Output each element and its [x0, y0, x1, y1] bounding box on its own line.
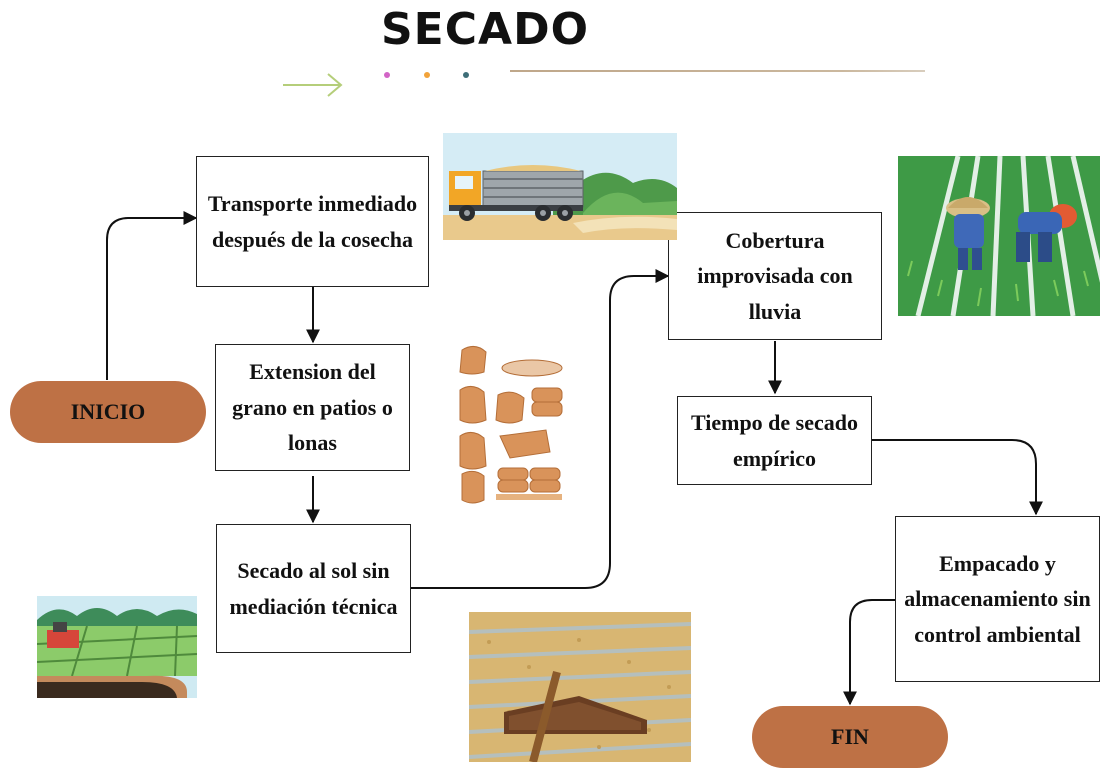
step-cover: Cobertura improvisada con lluvia	[668, 212, 882, 340]
truck-illustration	[443, 133, 677, 240]
end-node: FIN	[752, 706, 948, 768]
connector-time-to-packing	[872, 439, 1043, 516]
start-node: INICIO	[10, 381, 206, 443]
decorative-arrow-icon	[283, 73, 343, 97]
step-extension: Extension del grano en patios o lonas	[215, 344, 410, 471]
step-drying-time: Tiempo de secado empírico	[677, 396, 872, 485]
step-packing: Empacado y almacenamiento sin control am…	[895, 516, 1100, 682]
decorative-dot-orange	[424, 72, 430, 78]
rice-field-harvester-illustration	[37, 596, 197, 698]
grain-sacks-illustration	[450, 340, 575, 510]
connector-start-to-transport	[106, 211, 198, 380]
step-transport: Transporte inmediado después de la cosec…	[196, 156, 429, 287]
grain-drying-rake-illustration	[469, 612, 691, 762]
connector-sun-drying-to-cover	[411, 269, 670, 589]
connector-packing-to-end	[843, 599, 895, 706]
diagram-title: SECADO	[380, 4, 590, 55]
decorative-line	[510, 70, 925, 72]
step-sun-drying: Secado al sol sin mediación técnica	[216, 524, 411, 653]
decorative-dot-teal	[463, 72, 469, 78]
decorative-dot-pink	[384, 72, 390, 78]
farmers-planting-illustration	[898, 156, 1100, 316]
